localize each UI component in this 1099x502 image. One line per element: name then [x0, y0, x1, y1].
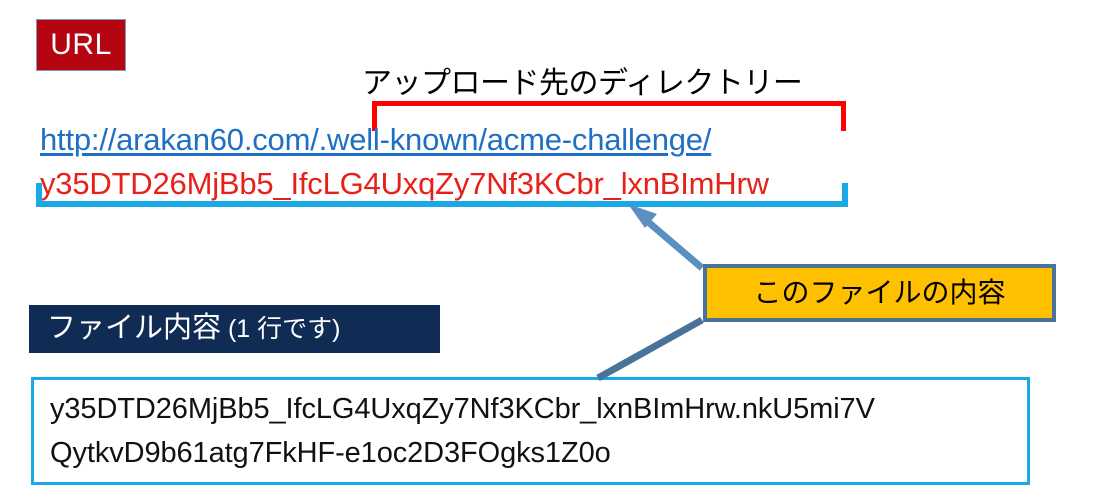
token-bracket-left [36, 183, 42, 207]
file-content-line-1: y35DTD26MjBb5_IfcLG4UxqZy7Nf3KCbr_lxnBIm… [50, 393, 875, 425]
callout-arrow-shaft [637, 212, 705, 271]
directory-bracket [372, 101, 846, 131]
token-bracket [36, 183, 848, 207]
file-content-callout: このファイルの内容 [703, 264, 1056, 322]
file-content-box: y35DTD26MjBb5_IfcLG4UxqZy7Nf3KCbr_lxnBIm… [31, 377, 1030, 485]
file-content-badge: ファイル内容 (1 行です) [29, 305, 440, 353]
callout-arrow-head [628, 204, 657, 228]
url-link-text[interactable]: http://arakan60.com/.well-known/acme-cha… [40, 122, 712, 157]
file-content-badge-main: ファイル内容 [47, 312, 222, 344]
url-token-text: y35DTD26MjBb5_IfcLG4UxqZy7Nf3KCbr_lxnBIm… [40, 166, 769, 201]
file-content-badge-sub: (1 行です) [221, 315, 341, 343]
file-content-line-2: QytkvD9b61atg7FkHF-e1oc2D3FOgks1Z0o [50, 437, 611, 469]
directory-bracket-top [372, 101, 846, 106]
token-bracket-right [842, 183, 848, 207]
token-bracket-bottom [36, 201, 848, 207]
callout-leader-line [596, 316, 704, 382]
upload-directory-caption: アップロード先のディレクトリー [362, 67, 803, 100]
url-link-line[interactable]: http://arakan60.com/.well-known/acme-cha… [40, 122, 711, 158]
url-label-badge: URL [36, 19, 126, 71]
directory-bracket-right [841, 101, 846, 131]
directory-bracket-left [372, 101, 377, 131]
